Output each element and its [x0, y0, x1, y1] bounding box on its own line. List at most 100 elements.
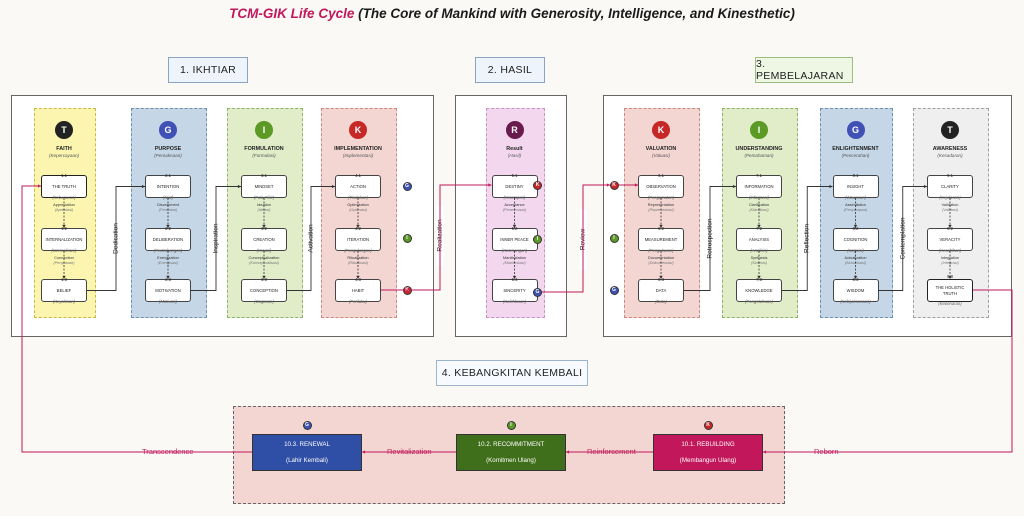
- edge-name: Acceptance: [504, 202, 525, 207]
- node-subtitle: (Analisis): [750, 247, 768, 253]
- node-name: CLARITY: [941, 183, 959, 189]
- node-name: HABIT: [351, 287, 365, 293]
- node-subtitle: (Pola Pikir): [253, 194, 275, 200]
- circle-g-enlightenment: G: [846, 121, 865, 139]
- edge-name: Energization: [157, 255, 179, 260]
- node-subtitle: (Informasi): [748, 194, 769, 200]
- node-subtitle: (Kebenaran): [52, 194, 76, 200]
- node-subtitle: (Data): [655, 298, 667, 304]
- node-subtitle: (Ketetapan): [503, 194, 526, 200]
- node-name: WISDOM: [846, 287, 865, 293]
- dedication-arrow: [87, 186, 145, 291]
- circle-letter: I: [757, 125, 761, 135]
- circle-g-purpose: G: [159, 121, 177, 139]
- node-name: OBSERVATION: [646, 183, 676, 189]
- node-name: DATA: [655, 287, 667, 293]
- column-title: IMPLEMENTATION: [334, 146, 382, 152]
- title-valuation: VALUATION(Valuasi): [624, 146, 698, 159]
- node-subtitle: (Niat): [162, 194, 174, 200]
- node-subtitle: (Pengamatan): [647, 194, 675, 200]
- node-name: CREATION: [253, 236, 275, 242]
- node-number: 5.3: [511, 276, 518, 282]
- node-number: 9.1: [947, 172, 953, 178]
- circle-letter: K: [354, 125, 362, 135]
- circle-t-awareness: T: [941, 121, 959, 139]
- node-number: 9.2: [947, 225, 953, 231]
- column-title: PURPOSE: [154, 146, 182, 152]
- node-number: 6.3: [658, 276, 664, 282]
- node-name: MOTIVATION: [155, 287, 181, 293]
- kebangkitan-box-2[interactable]: 10.2. RECOMMITMENT(Komitmen Ulang): [456, 434, 566, 471]
- node-subtitle: (Perilaku): [349, 298, 367, 304]
- badge-letter: K: [535, 182, 540, 188]
- circle-t-faith: T: [55, 121, 73, 139]
- edge-name: Ritualization: [347, 255, 369, 260]
- node-subtitle: (Kognisi): [847, 247, 864, 253]
- node-name: INFORMATION: [744, 183, 774, 189]
- node-subtitle: (Kesahihan): [938, 247, 962, 253]
- node-subtitle: (Motivasi): [158, 298, 178, 304]
- node-number: 7.3: [756, 276, 762, 282]
- badge-g-result: G: [533, 287, 542, 297]
- node-number: 3.2: [261, 225, 267, 231]
- column-subtitle: (Implementasi): [342, 152, 374, 158]
- edge-name: Validation: [941, 202, 959, 207]
- box-title: 10.1. REBUILDING: [681, 440, 735, 448]
- node-name: CONCEPTION: [250, 287, 278, 293]
- column-subtitle: (Pemahaman): [744, 152, 774, 158]
- edge-name: Optimization: [347, 202, 369, 207]
- column-title: AWARENESS: [932, 146, 968, 152]
- kebangkitan-box-3[interactable]: 10.1. REBUILDING(Membangun Ulang): [653, 434, 763, 471]
- arrowhead: [166, 275, 170, 279]
- node-name: ANALYSIS: [748, 236, 770, 242]
- node-name: MINDSET: [254, 183, 274, 189]
- edge-name: Assimilation: [845, 202, 866, 207]
- title-awareness: AWARENESS(Kesadaran): [913, 146, 987, 159]
- circle-letter: G: [851, 125, 859, 135]
- circle-letter: R: [511, 125, 518, 135]
- badge-letter: G: [535, 289, 540, 295]
- reflection-arrow: [782, 186, 833, 291]
- node-name: BELIEF: [56, 287, 72, 293]
- kebangkitan-box-1[interactable]: 10.3. RENEWAL(Lahir Kembali): [252, 434, 362, 471]
- node-subtitle: (Kejelasan): [939, 194, 961, 200]
- header-hasil: 2. HASIL: [475, 57, 545, 83]
- edge-name: Appreciation: [53, 202, 75, 207]
- column-title: FORMULATION: [244, 146, 284, 152]
- column-subtitle: (Valuasi): [652, 152, 670, 158]
- node-name: ITERATION: [346, 236, 370, 242]
- header-kebangkitan: 4. KEBANGKITAN KEMBALI: [436, 360, 588, 386]
- circle-k-valuation: K: [652, 121, 670, 139]
- node-subtitle: (Kebijaksanaan): [840, 298, 871, 304]
- node-number: 1.1: [61, 172, 67, 178]
- arrowhead: [262, 275, 266, 279]
- inspiration-arrow: [191, 186, 241, 291]
